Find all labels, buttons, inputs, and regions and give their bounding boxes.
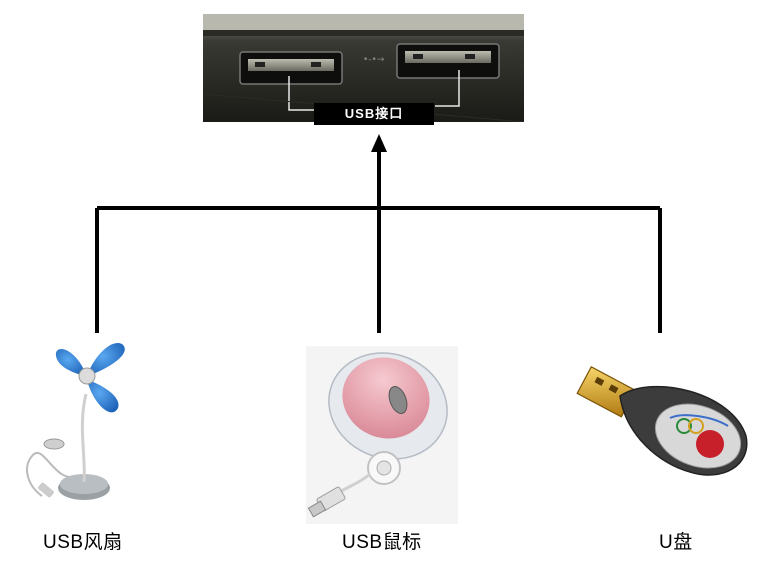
usb-slot-right bbox=[396, 43, 500, 79]
usb-slot-left bbox=[239, 51, 343, 85]
svg-text:•-•→: •-•→ bbox=[363, 55, 385, 65]
usb-flash-drive-icon bbox=[576, 366, 748, 476]
usb-fan-icon bbox=[26, 342, 125, 500]
usb-port-label: USB接口 bbox=[314, 103, 434, 125]
usb-port-photo: •-•→ bbox=[203, 14, 524, 122]
usb-mouse-icon bbox=[306, 346, 458, 524]
drive-caption: U盘 bbox=[659, 532, 693, 553]
arrow-head-icon bbox=[371, 134, 387, 152]
mouse-caption: USB鼠标 bbox=[342, 532, 422, 553]
fan-caption: USB风扇 bbox=[43, 532, 123, 553]
